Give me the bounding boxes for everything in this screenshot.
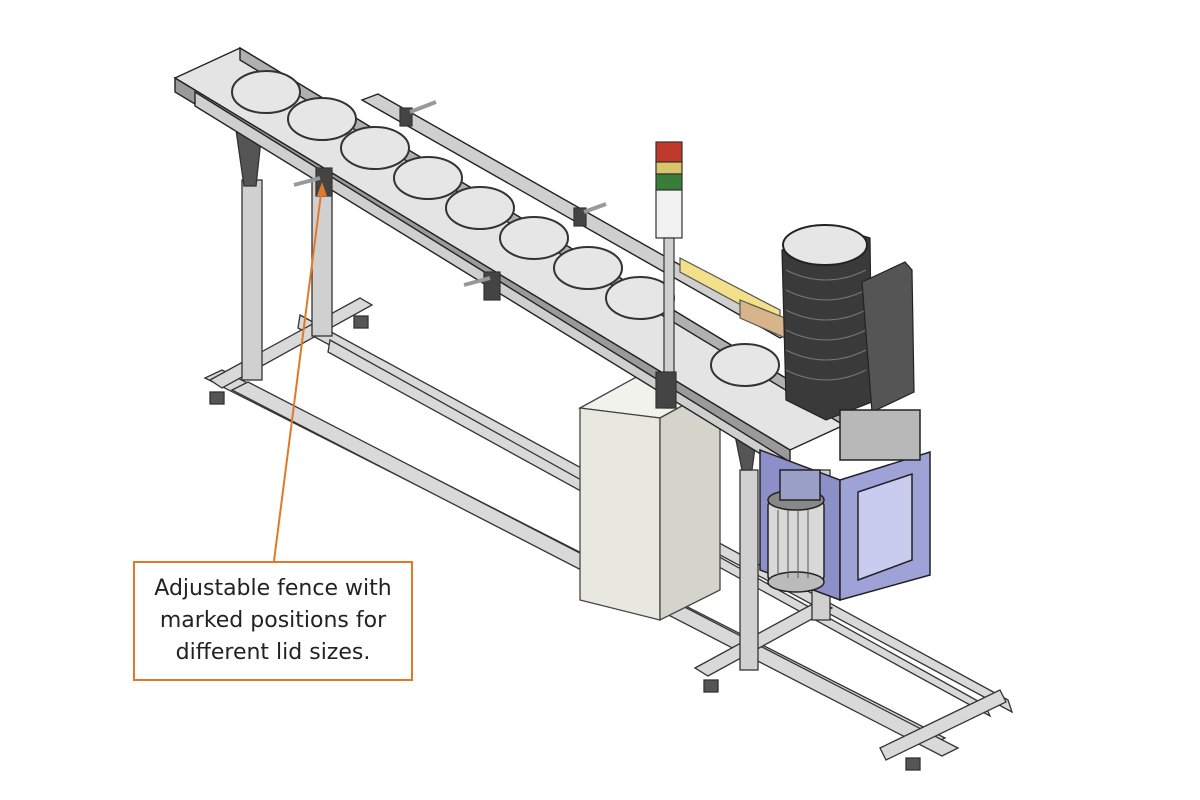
- lid: [553, 246, 623, 290]
- callout-box: Adjustable fence with marked positions f…: [133, 561, 413, 681]
- lid: [445, 186, 515, 230]
- lid: [710, 343, 780, 387]
- lid: [287, 97, 357, 141]
- lid-stack-dispenser: [781, 224, 915, 421]
- callout-leader-line: [273, 185, 323, 562]
- stack-light: [655, 141, 683, 409]
- control-box: [577, 374, 723, 622]
- callout-leader-arrowhead: [317, 182, 327, 196]
- lid: [340, 126, 410, 170]
- lid: [231, 70, 301, 114]
- lids: [231, 70, 780, 387]
- drive-motor: [767, 469, 825, 593]
- lid: [393, 156, 463, 200]
- lid: [499, 216, 569, 260]
- callout-text: Adjustable fence with marked positions f…: [154, 576, 392, 665]
